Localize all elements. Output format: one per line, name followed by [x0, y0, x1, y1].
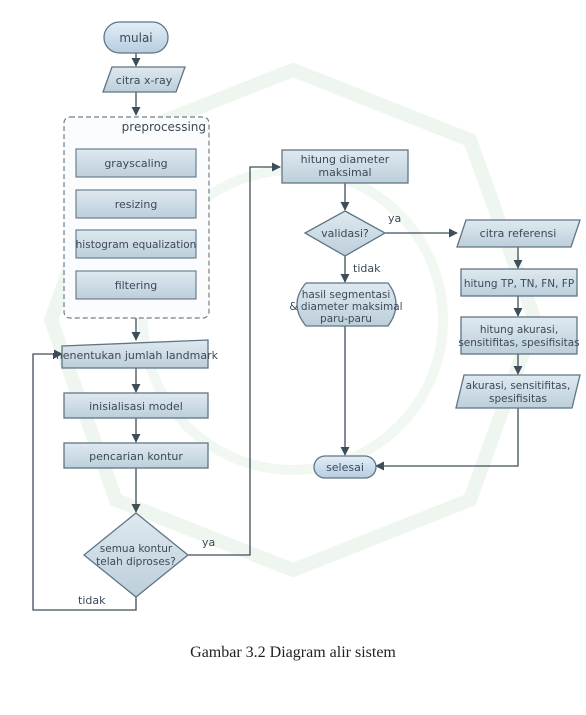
histogram-box	[75, 229, 197, 259]
semua-decision: semua kontur telah diproses?	[82, 512, 190, 598]
hasil-label-3: paru-paru	[320, 313, 372, 325]
histogram-label: histogram equalization	[76, 239, 197, 251]
figure-caption: Gambar 3.2 Diagram alir sistem	[190, 644, 396, 661]
semua-label-1: semua kontur	[100, 543, 173, 555]
end-label: selesai	[326, 461, 364, 474]
hitung-akurasi-label-2: sensitifitas, spesifisitas	[458, 337, 579, 349]
hasil-label-1: hasil segmentasi	[302, 289, 391, 301]
hitung-diameter-process: hitung diameter maksimal	[281, 149, 409, 184]
hitung-diameter-label-2: maksimal	[318, 166, 371, 179]
resizing-label: resizing	[115, 198, 158, 211]
end-terminator: selesai	[313, 455, 377, 479]
input-citra-xray: citra x-ray	[102, 66, 186, 93]
edge-label-ya-semua: ya	[202, 536, 215, 549]
validasi-label: validasi?	[321, 227, 369, 240]
grayscaling-label: grayscaling	[104, 157, 167, 170]
grayscaling-box	[75, 148, 197, 178]
init-model-process: inisialisasi model	[63, 392, 209, 419]
landmark-input: menentukan jumlah landmark	[52, 339, 219, 369]
edge-label-tidak-semua: tidak	[78, 594, 106, 607]
hitung-diameter-label-1: hitung diameter	[301, 153, 390, 166]
citra-xray-label: citra x-ray	[116, 74, 173, 87]
preprocessing-label: preprocessing	[122, 120, 206, 134]
hitung-tp-label: hitung TP, TN, FN, FP	[464, 278, 574, 290]
citra-referensi-label: citra referensi	[480, 227, 557, 240]
filtering-label: filtering	[115, 279, 158, 292]
edge-label-tidak-validasi: tidak	[353, 262, 381, 275]
validasi-decision: validasi?	[303, 210, 387, 257]
edge-semua-tidak	[32, 349, 137, 611]
connectors	[32, 53, 523, 611]
pencarian-process: pencarian kontur	[63, 442, 209, 469]
semua-label-2: telah diproses?	[96, 556, 176, 568]
hasil-label-2: & diameter maksimal	[289, 301, 402, 313]
akurasi-label-1: akurasi, sensitifitas,	[466, 380, 571, 392]
landmark-label: menentukan jumlah landmark	[52, 349, 219, 362]
hitung-akurasi-label-1: hitung akurasi,	[480, 324, 558, 336]
hasil-display: hasil segmentasi & diameter maksimal par…	[289, 282, 403, 327]
start-label: mulai	[119, 31, 152, 45]
init-model-label: inisialisasi model	[89, 400, 183, 413]
preprocessing-group: preprocessing grayscaling resizing histo…	[63, 116, 210, 319]
hitung-akurasi-process: hitung akurasi, sensitifitas, spesifisit…	[458, 316, 580, 355]
input-citra-referensi: citra referensi	[456, 219, 581, 248]
output-akurasi: akurasi, sensitifitas, spesifisitas	[455, 374, 581, 409]
hitung-tp-process: hitung TP, TN, FN, FP	[460, 268, 578, 297]
edge-akurasi-selesai	[375, 408, 519, 471]
resizing-box	[75, 189, 197, 219]
akurasi-label-2: spesifisitas	[489, 393, 547, 405]
filtering-box	[75, 270, 197, 300]
start-terminator: mulai	[103, 21, 169, 54]
pencarian-label: pencarian kontur	[89, 450, 183, 463]
edge-label-ya-validasi: ya	[388, 212, 401, 225]
edge-semua-ya	[188, 162, 281, 556]
